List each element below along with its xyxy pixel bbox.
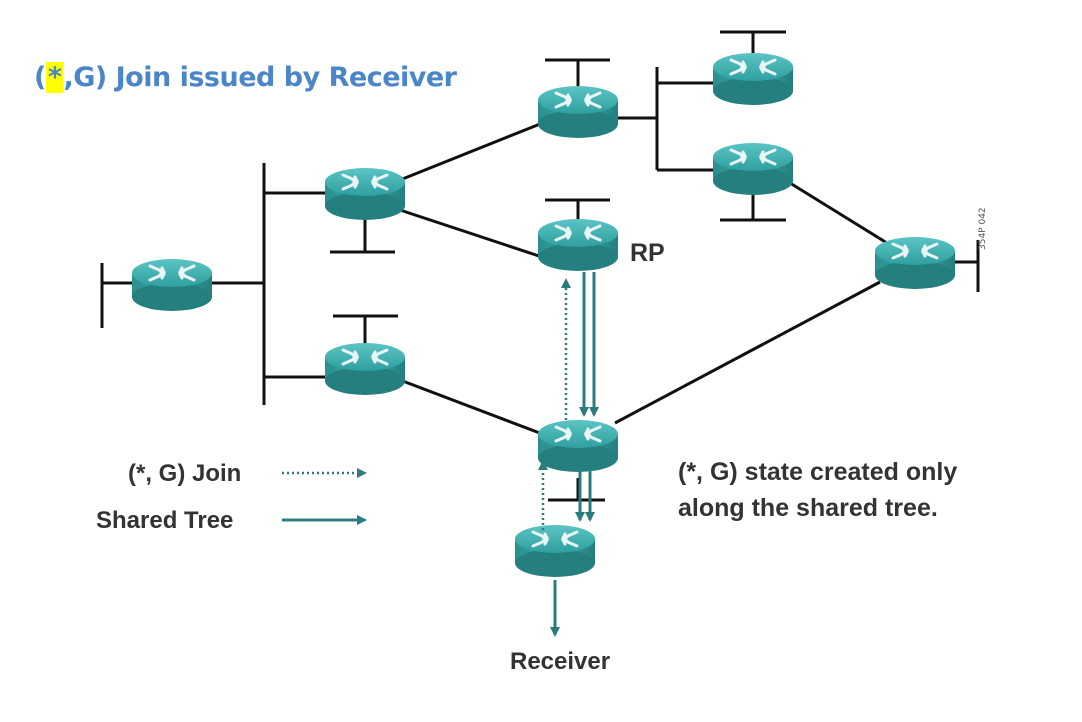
receiver-label: Receiver — [510, 648, 611, 675]
router-center — [536, 418, 620, 474]
router-left — [130, 257, 214, 313]
shared-tree-arrows — [550, 272, 599, 637]
router-top — [536, 84, 620, 140]
router-lower-mid — [323, 341, 407, 397]
rp-label: RP — [630, 239, 665, 267]
router-top-right-2 — [711, 141, 795, 197]
router-rp — [536, 217, 620, 273]
legend-tree-label: Shared Tree — [96, 507, 234, 534]
highlighted-star: * — [45, 62, 64, 93]
router-right — [873, 235, 957, 291]
state-note-line-2: along the shared tree. — [678, 494, 938, 522]
legend-join-label: (*, G) Join — [128, 460, 242, 487]
join-arrows — [538, 278, 571, 530]
figure-code: 354P 042 — [978, 207, 988, 250]
router-top-right-1 — [711, 51, 795, 107]
state-note: (*, G) state created only along the shar… — [678, 454, 957, 526]
router-upper-mid — [323, 166, 407, 222]
router-receiver — [513, 523, 597, 579]
diagram-title: (*,G) Join issued by Receiver — [34, 62, 457, 93]
state-note-line-1: (*, G) state created only — [678, 458, 958, 486]
network-links — [100, 30, 980, 502]
